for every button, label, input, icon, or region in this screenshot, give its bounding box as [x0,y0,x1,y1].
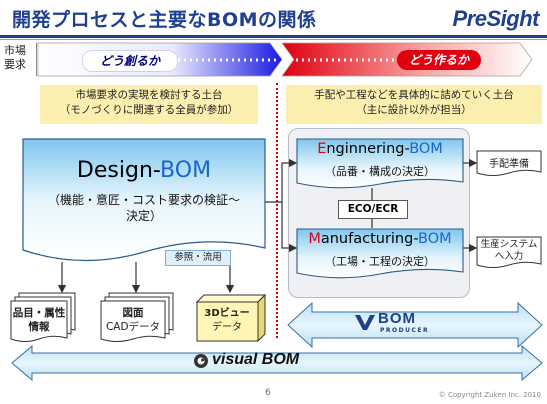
production-system-line1: 生産システム [480,239,538,250]
bom-producer-logo-text: BOM [378,310,416,327]
note-create-line2: （モノづくりに関連する全員が参加） [59,104,239,116]
note-create-line1: 市場要求の実現を検討する土台 [75,89,223,101]
drawing-cad-label: 図面 CADデータ [100,306,166,334]
manufacturing-bom-description: （工場・工程の決定） [325,255,435,268]
3d-view-line2: データ [212,322,242,333]
market-requirement-label: 市場 要求 [4,44,26,71]
manufacturing-bom-title: Manufacturing-BOM [296,231,464,247]
page-number: 6 [265,388,271,398]
phase-divider [276,83,278,338]
3d-view-line1: 3Dビュー [204,308,250,319]
engineering-bom-description: （品番・構成の決定） [325,165,435,178]
item-attribute-info-label: 品目・属性 情報 [10,306,68,334]
engineering-bom-title-rest: nginnering- [326,141,410,157]
visual-bom-arrow [11,344,543,382]
manufacturing-bom-shape [296,228,464,279]
production-system-label: 生産システム へ入力 [476,239,542,263]
visual-bom-logo-text: visual BOM [212,351,300,368]
bom-producer-arrow [287,301,543,349]
drawing-doc-stack [100,292,174,342]
slide-title: 開発プロセスと主要なBOMの関係 [12,9,317,31]
arrow-design-to-engineering [262,158,298,203]
visual-bom-logo-icon [194,354,208,368]
phase-label-how-to-create: どう創るか [82,50,178,72]
item-info-doc-stack [10,292,76,342]
engineering-bom-title: Enginnering-BOM [296,141,464,157]
design-bom-desc-line1: （機能・意匠・コスト要求の検証〜 [47,193,240,207]
procurement-doc-shape [476,150,542,176]
arrow-design-to-manufacturing [281,202,298,253]
manufacturing-bom-title-rest: anufacturing- [320,231,419,247]
procurement-prep-label: 手配準備 [489,159,529,170]
engineering-bom-title-initial: E [317,141,327,157]
title-rule-thin [0,39,547,40]
drawing-line1: 図面 [122,307,144,319]
design-bom-title-rest: esign- [93,158,161,183]
design-bom-desc-line2: 決定） [125,209,162,223]
design-bom-description: （機能・意匠・コスト要求の検証〜 決定） [22,192,266,224]
note-make-line2: （主に設計以外が担当） [356,104,472,116]
bom-producer-logo-subtext: PRODUCER [380,327,430,334]
item-info-line1: 品目・属性 [12,307,66,319]
reference-reuse-label: 参照・流用 [165,250,231,266]
design-bom-title-bom: BOM [160,158,212,183]
note-make-line1: 手配や工程などを具体的に詰めていく土台 [314,89,514,101]
bom-producer-logo-icon [355,315,375,330]
note-create-phase: 市場要求の実現を検討する土台 （モノづくりに関連する全員が参加） [40,85,258,124]
presight-logo: PreSight [452,6,540,31]
3d-view-data-cube [196,294,266,342]
design-bom-title: Design-BOM [22,158,266,183]
note-make-phase: 手配や工程などを具体的に詰めていく土台 （主に設計以外が担当） [286,85,542,124]
eco-ecr-label: ECO/ECR [338,200,408,219]
copyright-text: © Copyright Zuken Inc. 2010 [438,391,541,399]
3d-view-data-label: 3Dビュー データ [197,307,257,335]
drawing-line2: CADデータ [105,321,161,333]
manufacturing-bom-title-initial: M [308,231,321,247]
item-info-line2: 情報 [28,321,50,333]
engineering-bom-title-bom: BOM [409,141,443,157]
manufacturing-bom-title-bom: BOM [418,231,452,247]
production-system-line2: へ入力 [494,251,524,262]
phase-label-how-to-make: どう作るか [397,50,481,70]
production-system-doc-shape [476,236,542,268]
design-bom-shape [22,138,266,262]
title-rule [0,35,547,38]
design-bom-title-initial: D [76,158,94,183]
engineering-bom-shape [296,138,464,189]
